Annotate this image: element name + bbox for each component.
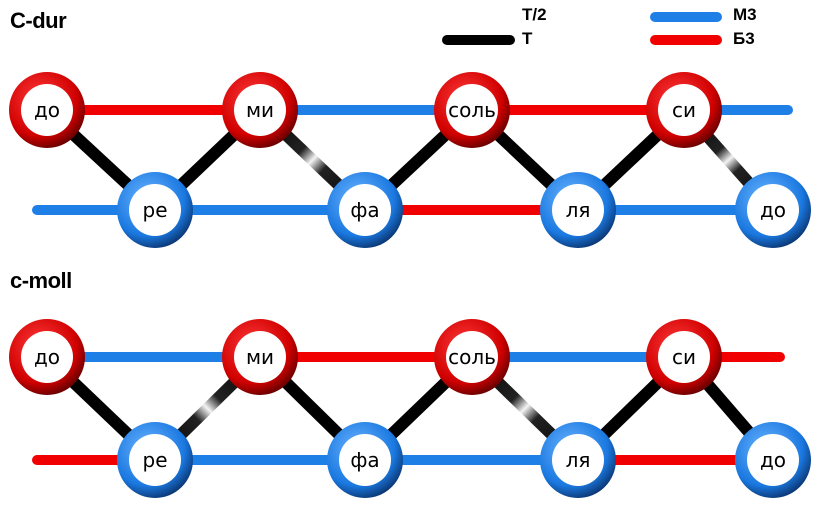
note-node-label: ми xyxy=(246,98,274,122)
note-node-label: си xyxy=(672,345,696,369)
legend-major-third-label: Б3 xyxy=(733,29,755,48)
note-node-center xyxy=(21,84,73,136)
note-node-center xyxy=(446,331,498,383)
note-node-label: соль xyxy=(448,345,496,369)
legend-minor-third-label: M3 xyxy=(733,5,757,24)
note-node-center xyxy=(339,184,391,236)
note-node-center xyxy=(129,434,181,486)
note-node-label: ре xyxy=(143,448,168,472)
note-node-label: до xyxy=(760,448,786,472)
note-node-center xyxy=(446,84,498,136)
note-node-label: до xyxy=(34,98,60,122)
note-node-label: фа xyxy=(350,198,379,222)
note-node-center xyxy=(658,331,710,383)
note-node-center xyxy=(234,331,286,383)
legend-half-tone-label: T/2 xyxy=(522,5,547,24)
note-node-label: соль xyxy=(448,98,496,122)
note-node-center xyxy=(339,434,391,486)
legend-tone-label: T xyxy=(522,29,533,48)
note-node-label: ре xyxy=(143,198,168,222)
note-node-label: до xyxy=(760,198,786,222)
note-node-label: ля xyxy=(566,198,591,222)
note-node-center xyxy=(234,84,286,136)
note-node-center xyxy=(552,434,604,486)
note-node-label: си xyxy=(672,98,696,122)
note-node-center xyxy=(747,184,799,236)
note-node-label: фа xyxy=(350,448,379,472)
note-node-label: ля xyxy=(566,448,591,472)
note-node-center xyxy=(658,84,710,136)
note-node-center xyxy=(129,184,181,236)
note-node-center xyxy=(21,331,73,383)
note-node-label: ми xyxy=(246,345,274,369)
minor-scale-title: c-moll xyxy=(10,268,72,293)
note-node-label: до xyxy=(34,345,60,369)
note-node-center xyxy=(747,434,799,486)
note-node-center xyxy=(552,184,604,236)
major-scale-title: C-dur xyxy=(10,8,67,33)
